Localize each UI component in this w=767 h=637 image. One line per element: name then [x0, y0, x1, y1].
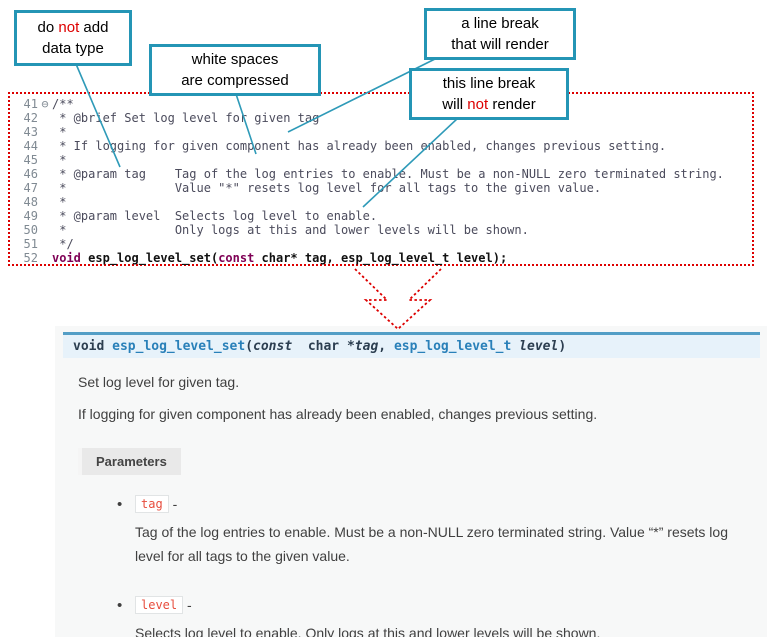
emphasis-not: not [58, 19, 80, 36]
parameters-header: Parameters [78, 448, 181, 475]
function-signature-bar: void esp_log_level_set(const char *tag, … [63, 332, 760, 358]
line-number: 42 [23, 111, 38, 125]
sig-function-name: esp_log_level_set [112, 339, 246, 354]
callout-text: do not add [37, 19, 109, 36]
line-number: 50 [23, 223, 38, 237]
param-description: Tag of the log entries to enable. Must b… [135, 524, 728, 564]
callout-no-data-type: do not add data type [14, 10, 132, 66]
code-line: 42 * @brief Set log level for given tag [14, 111, 752, 125]
code-line-declaration: 52 void esp_log_level_set(const char* tag… [14, 251, 752, 265]
detail-paragraph: If logging for given component has alrea… [78, 406, 598, 422]
code-text: * [52, 153, 67, 167]
code-text: * Value "*" resets log level for all tag… [52, 181, 602, 195]
line-number: 41 [23, 97, 38, 111]
sig-param-type: esp_log_level_t [393, 339, 520, 354]
code-text: * [52, 195, 67, 209]
code-text: /** [52, 97, 74, 111]
line-number: 47 [23, 181, 38, 195]
code-text: * Only logs at this and lower levels wil… [52, 223, 529, 237]
code-line: 48 * [14, 195, 752, 209]
code-line: 45 * [14, 153, 752, 167]
function-name: esp_log_level_set( [80, 251, 219, 265]
function-args: char* tag, esp_log_level_t level); [254, 251, 508, 265]
keyword-const: const [218, 251, 255, 265]
param-item-level: • level - Selects log level to enable. O… [117, 596, 767, 637]
collapse-icon: ⊖ [41, 97, 49, 111]
code-line: 44 * If logging for given component has … [14, 139, 752, 153]
parameter-list: • tag - Tag of the log entries to enable… [117, 495, 767, 637]
line-number: 44 [23, 139, 38, 153]
code-line: 51 */ [14, 237, 752, 251]
callout-text: are compressed [181, 72, 289, 89]
code-line: 50 * Only logs at this and lower levels … [14, 223, 752, 237]
line-number: 49 [23, 209, 38, 223]
param-description: Selects log level to enable. Only logs a… [135, 625, 601, 637]
line-number: 51 [23, 237, 38, 251]
bullet-icon: • [117, 596, 123, 614]
line-number: 43 [23, 125, 38, 139]
down-arrow-dotted [354, 268, 442, 331]
line-number: 52 [23, 251, 38, 265]
callout-linebreak-renders: a line break that will render [424, 8, 576, 60]
callout-text: that will render [451, 36, 549, 53]
code-line: 47 * Value "*" resets log level for all … [14, 181, 752, 195]
sig-return-type: void [73, 339, 113, 354]
emphasis-not: not [467, 96, 489, 113]
callout-linebreak-not-render: this line break will not render [409, 68, 569, 120]
callout-text: a line break [461, 15, 539, 32]
param-item-tag: • tag - Tag of the log entries to enable… [117, 495, 767, 568]
sig-const-keyword: const [253, 339, 293, 354]
sig-param-level: level [519, 339, 559, 354]
code-line: 46 * @param tag Tag of the log entries t… [14, 167, 752, 181]
doc-preview-panel: void esp_log_level_set(const char *tag, … [55, 326, 767, 637]
callout-text: white spaces [191, 51, 279, 68]
code-text: void esp_log_level_set(const char* tag, … [52, 251, 507, 265]
line-number: 45 [23, 153, 38, 167]
code-line: 43 * [14, 125, 752, 139]
line-number: 48 [23, 195, 38, 209]
callout-text: this line break [442, 75, 536, 92]
code-line: 41⊖/** [14, 97, 752, 111]
callout-whitespace-compressed: white spaces are compressed [149, 44, 321, 96]
callout-text: data type [42, 40, 104, 57]
sig-param-tag: tag [354, 339, 379, 354]
code-text: * @param tag Tag of the log entries to e… [52, 167, 724, 181]
bullet-icon: • [117, 495, 123, 513]
brief-paragraph: Set log level for given tag. [78, 374, 240, 390]
keyword-void: void [52, 251, 81, 265]
code-text: * @brief Set log level for given tag [52, 111, 320, 125]
line-number: 46 [23, 167, 38, 181]
param-name-chip: level [135, 596, 184, 614]
callout-text: will not render [442, 96, 536, 113]
param-name-chip: tag [135, 495, 169, 513]
code-text: * @param level Selects log level to enab… [52, 209, 378, 223]
code-editor-snippet: 41⊖/** 42 * @brief Set log level for giv… [8, 92, 754, 266]
code-line: 49 * @param level Selects log level to e… [14, 209, 752, 223]
code-text: * If logging for given component has alr… [52, 139, 667, 153]
code-text: * [52, 125, 67, 139]
code-text: */ [52, 237, 74, 251]
